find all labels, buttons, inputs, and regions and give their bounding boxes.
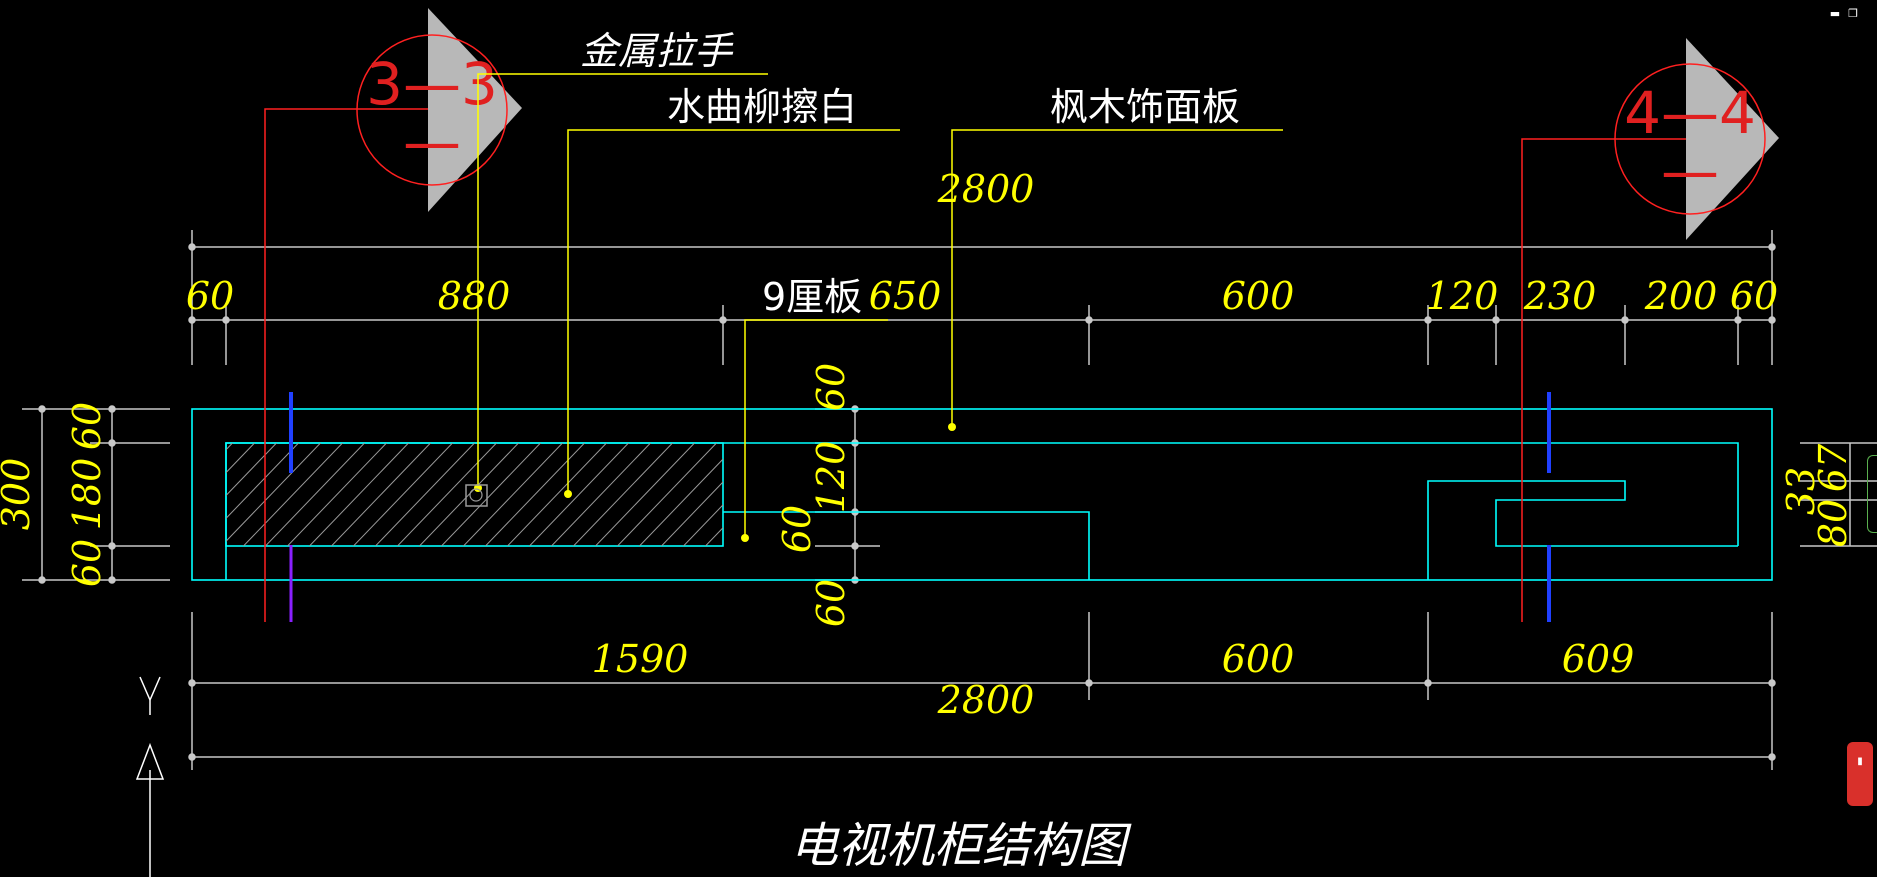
dim-top-seg-6: 230 (1523, 274, 1597, 318)
dim-left-seg-3: 60 (65, 539, 109, 587)
dim-bottom-total: 2800 (937, 678, 1035, 722)
dim-left-total: 300 (0, 458, 38, 531)
dim-top-seg-5: 120 (1426, 274, 1499, 318)
section-marker-3-3: 3—3 — (356, 8, 522, 212)
floating-app-icon[interactable]: ▮ (1847, 742, 1873, 806)
leader-lines (477, 73, 1283, 538)
dimensions-top: 2800 60 880 650 600 120 230 200 60 (186, 167, 1778, 318)
section-marker-4-4: 4—4 — (1614, 38, 1779, 240)
dim-mid-seg-4: 60 (809, 579, 853, 627)
dimensions-right: 67 33 80 (1779, 443, 1855, 547)
dim-bottom-seg-1: 1590 (592, 637, 689, 681)
dim-mid-seg-2: 120 (809, 441, 853, 514)
dim-right-seg-3: 80 (1811, 499, 1855, 547)
dimension-lines (22, 230, 1877, 770)
dimensions-left: 300 60 180 60 (0, 402, 109, 587)
dim-left-seg-2: 180 (65, 458, 109, 531)
section-3-3-bottom: — (403, 108, 461, 176)
dim-top-seg-7: 200 (1644, 274, 1718, 318)
dim-top-seg-1: 60 (186, 274, 234, 318)
section-4-4-bottom: — (1661, 137, 1719, 205)
section-cut-lines (264, 108, 1760, 622)
dimensions-middle: 60 120 60 60 (775, 363, 853, 627)
drawer-hatching (226, 443, 723, 546)
label-willow-white: 水曲柳擦白 (667, 85, 857, 129)
dim-bottom-seg-2: 600 (1222, 637, 1295, 681)
dim-top-seg-8: 60 (1730, 274, 1778, 318)
section-4-4-top: 4—4 (1624, 79, 1756, 147)
label-maple-panel: 枫木饰面板 (1050, 85, 1240, 129)
side-panel-tab[interactable] (1867, 455, 1877, 533)
label-metal-handle: 金属拉手 (580, 29, 734, 73)
drawing-title: 电视机柜结构图 (790, 818, 1132, 874)
cabinet-outline (191, 408, 1773, 581)
dim-bottom-seg-3: 609 (1562, 637, 1635, 681)
dim-right-seg-2: 33 (1779, 467, 1823, 515)
window-controls: ▬ ❐ (1829, 8, 1859, 20)
label-plywood-9: 9厘板 (762, 275, 862, 319)
dim-top-total: 2800 (937, 167, 1035, 211)
dim-left-seg-1: 60 (65, 402, 109, 450)
section-3-3-top: 3—3 (366, 50, 498, 118)
leader-dots (474, 423, 956, 542)
dimensions-bottom: 1590 600 609 2800 (592, 637, 1635, 722)
dim-mid-seg-3: 60 (775, 505, 819, 553)
dim-mid-seg-1: 60 (809, 363, 853, 411)
ucs-axis-icon (135, 676, 165, 877)
dim-top-seg-3: 650 (869, 274, 942, 318)
restore-icon[interactable]: ❐ (1848, 7, 1858, 20)
dim-right-seg-1: 67 (1811, 443, 1855, 492)
dim-top-seg-2: 880 (438, 274, 511, 318)
dim-top-seg-4: 600 (1222, 274, 1295, 318)
minimize-icon[interactable]: ▬ (1829, 7, 1841, 20)
handle-symbol (465, 484, 488, 507)
